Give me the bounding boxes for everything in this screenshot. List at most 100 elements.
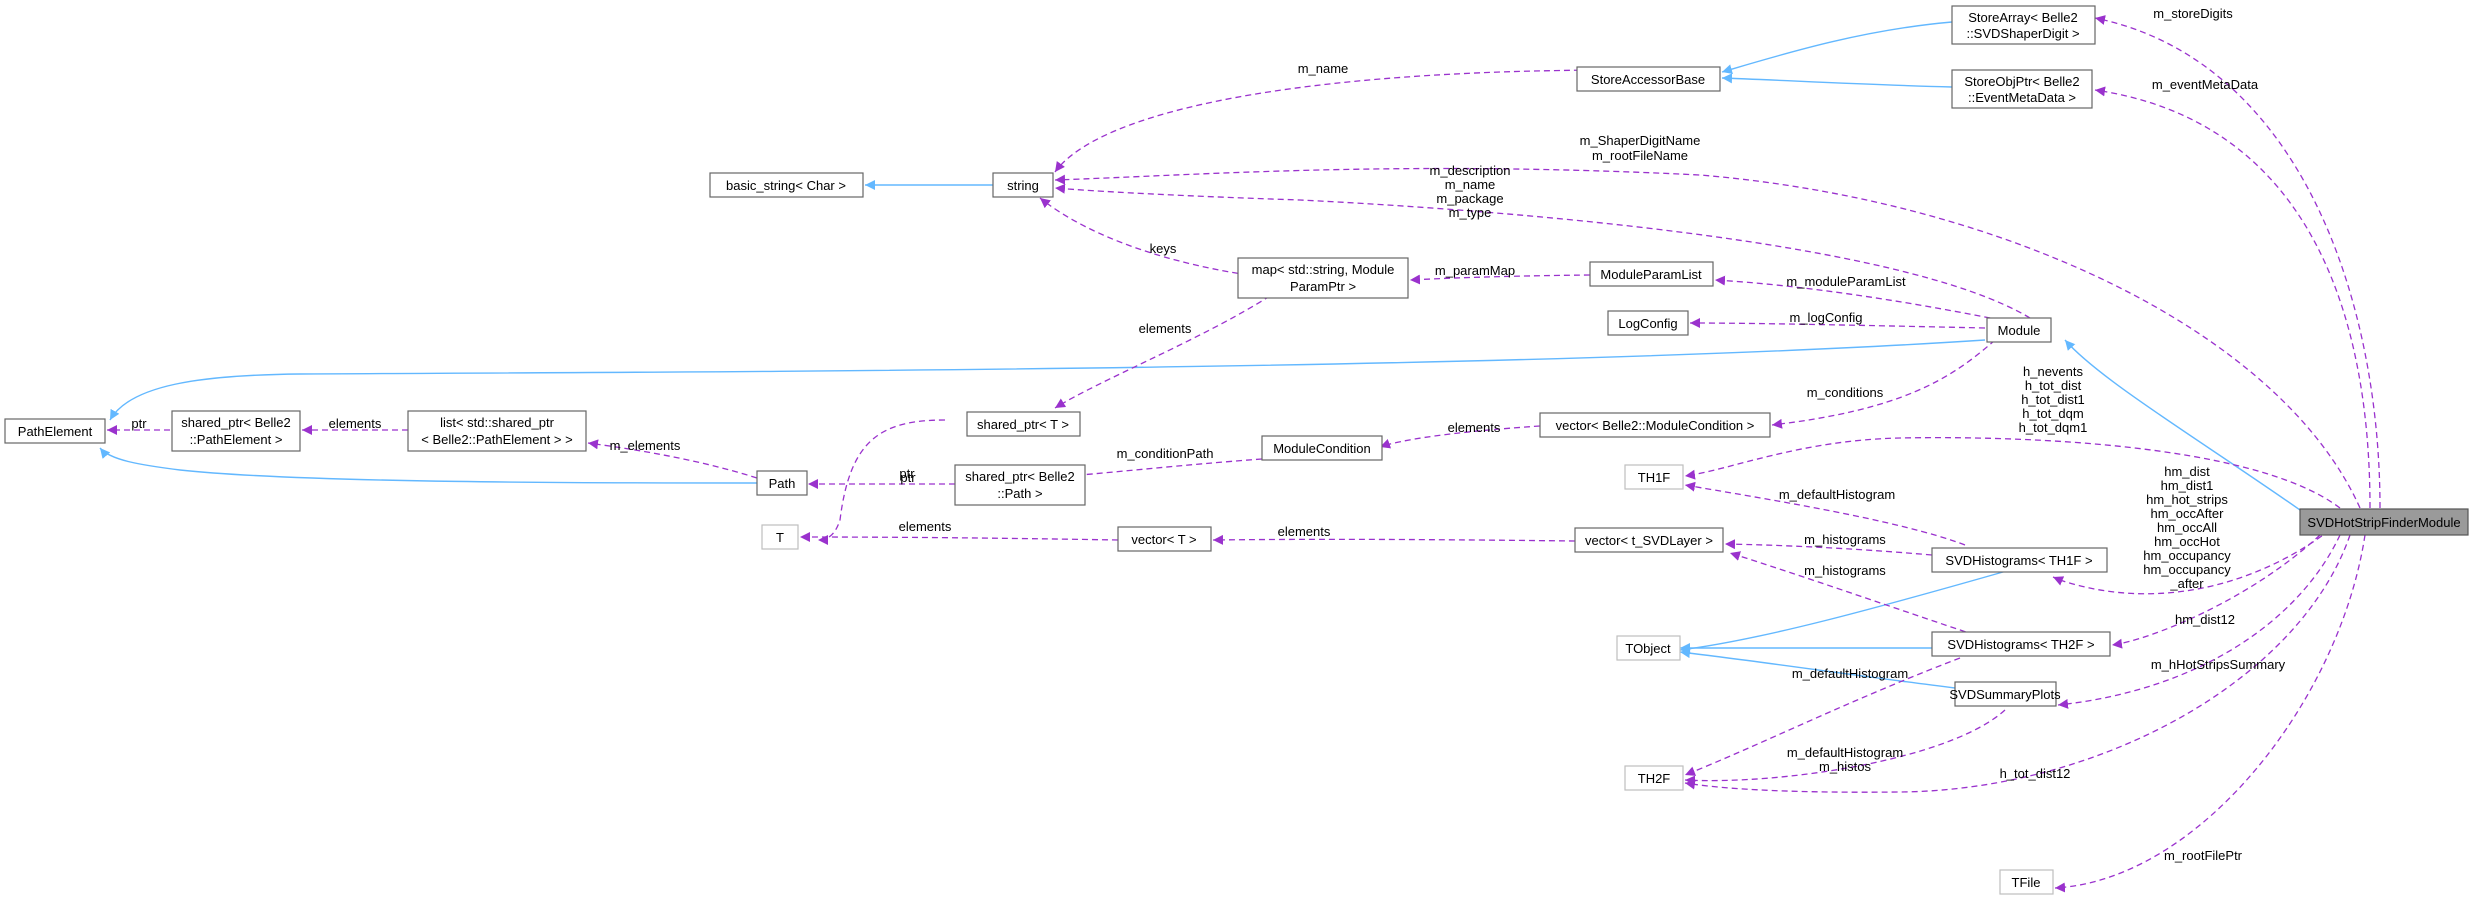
- label-m-moduleparamlist: m_moduleParamList: [1786, 274, 1906, 289]
- svg-text:TH2F: TH2F: [1638, 771, 1671, 786]
- edge-m-default-histos: [1684, 709, 2006, 786]
- label-m-shaperdigitname: m_ShaperDigitName: [1580, 133, 1701, 148]
- edge-m-logconfig: [1689, 318, 1986, 329]
- label-m-eventmetadata: m_eventMetaData: [2152, 77, 2259, 92]
- node-vector-t[interactable]: vector< T >: [1117, 526, 1212, 552]
- label-m-package: m_package: [1436, 191, 1503, 206]
- svg-text:string: string: [1007, 178, 1039, 193]
- label-m-rootfilename: m_rootFileName: [1592, 148, 1688, 163]
- svg-text:< Belle2::PathElement > >: < Belle2::PathElement > >: [421, 432, 572, 447]
- node-vector-modulecondition[interactable]: vector< Belle2::ModuleCondition >: [1539, 412, 1771, 438]
- svg-text:vector< Belle2::ModuleConditio: vector< Belle2::ModuleCondition >: [1556, 418, 1755, 433]
- edge-elements-map: [1054, 295, 1271, 409]
- label-m-parammap: m_paramMap: [1435, 263, 1515, 278]
- edge-elements-vector-condition: [1379, 425, 1541, 449]
- edge-m-eventmetadata: [2094, 86, 2371, 509]
- svg-text:shared_ptr< Belle2: shared_ptr< Belle2: [181, 415, 291, 430]
- label-h-tot-dqm1: h_tot_dqm1: [2019, 420, 2088, 435]
- edge-svdhotstrip-to-module: [2064, 339, 2301, 511]
- node-svdhistograms-th2f[interactable]: SVDHistograms< TH2F >: [1931, 631, 2111, 657]
- label-hm-occall: hm_occAll: [2157, 520, 2217, 535]
- node-module[interactable]: Module: [1986, 317, 2052, 343]
- node-path[interactable]: Path: [756, 470, 808, 496]
- edge-path-to-pathelement: [99, 447, 758, 484]
- label-m-elements: m_elements: [610, 438, 681, 453]
- node-svdhistograms-th1f[interactable]: SVDHistograms< TH1F >: [1931, 547, 2108, 573]
- node-moduleparamlist[interactable]: ModuleParamList: [1589, 261, 1714, 287]
- svg-text:vector< t_SVDLayer >: vector< t_SVDLayer >: [1585, 533, 1713, 548]
- label-ptr-pathelement: ptr: [131, 416, 147, 431]
- label-m-histograms-2: m_histograms: [1804, 563, 1886, 578]
- edge-ptr-shared-t: [817, 419, 946, 545]
- label-hm-occafter: hm_occAfter: [2151, 506, 2225, 521]
- node-shared-ptr-path[interactable]: shared_ptr< Belle2 ::Path >: [954, 464, 1086, 506]
- node-shared-ptr-t[interactable]: shared_ptr< T >: [966, 411, 1081, 437]
- label-m-hhotstripssummary: m_hHotStripsSummary: [2151, 657, 2286, 672]
- label-keys: keys: [1150, 241, 1177, 256]
- node-storeobjptr-eventmetadata[interactable]: StoreObjPtr< Belle2 ::EventMetaData >: [1951, 69, 2093, 109]
- svg-text:Module: Module: [1998, 323, 2041, 338]
- label-hm-dist: hm_dist: [2164, 464, 2210, 479]
- label-elements-vector-condition: elements: [1448, 420, 1501, 435]
- edge-svdhist1f-to-tobject: [1679, 569, 2011, 654]
- label-m-histograms-1: m_histograms: [1804, 532, 1886, 547]
- svg-text:::Path >: ::Path >: [997, 486, 1042, 501]
- edge-labels: m_storeDigits m_eventMetaData m_name m_S…: [131, 6, 2285, 863]
- edge-module-to-pathelement: [109, 339, 1986, 421]
- edge-th1f-members: [1684, 436, 2341, 509]
- edge-h-tot-dist12: [1684, 534, 2351, 793]
- node-th2f[interactable]: TH2F: [1624, 765, 1684, 791]
- label-m-description: m_description: [1430, 163, 1511, 178]
- node-modulecondition[interactable]: ModuleCondition: [1261, 435, 1383, 461]
- node-storeaccessorbase[interactable]: StoreAccessorBase: [1576, 66, 1721, 92]
- node-vector-t-svdlayer[interactable]: vector< t_SVDLayer >: [1574, 527, 1724, 553]
- svg-text:map< std::string, Module: map< std::string, Module: [1252, 262, 1395, 277]
- node-string[interactable]: string: [992, 172, 1054, 198]
- edge-m-parammap: [1409, 274, 1591, 285]
- label-ptr-shared-path: ptr: [900, 470, 916, 485]
- svg-text:SVDHistograms< TH2F >: SVDHistograms< TH2F >: [1947, 637, 2094, 652]
- node-tfile[interactable]: TFile: [1999, 869, 2054, 895]
- svg-text:StoreAccessorBase: StoreAccessorBase: [1591, 72, 1705, 87]
- svg-text:TObject: TObject: [1625, 641, 1671, 656]
- label-hm-occhot: hm_occHot: [2154, 534, 2220, 549]
- svg-text:basic_string< Char >: basic_string< Char >: [726, 178, 846, 193]
- svg-text:ParamPtr >: ParamPtr >: [1290, 279, 1356, 294]
- label-h-tot-dqm: h_tot_dqm: [2022, 406, 2083, 421]
- label-hm-dist12: hm_dist12: [2175, 612, 2235, 627]
- edge-svdsummary-to-tobject: [1679, 648, 1956, 689]
- label-m-histos: m_histos: [1819, 759, 1872, 774]
- label-m-name-2: m_name: [1445, 177, 1496, 192]
- edge-m-rootfileptr: [2054, 534, 2366, 893]
- node-map-string-module-paramptr[interactable]: map< std::string, Module ParamPtr >: [1237, 257, 1409, 299]
- node-storearray-svdshaperdigit[interactable]: StoreArray< Belle2 ::SVDShaperDigit >: [1951, 5, 2096, 45]
- svg-text:SVDHotStripFinderModule: SVDHotStripFinderModule: [2307, 515, 2460, 530]
- edge-hm-members: [2052, 529, 2331, 595]
- label-hm-occupancy-after: _after: [2169, 576, 2204, 591]
- label-m-conditionpath: m_conditionPath: [1117, 446, 1214, 461]
- svg-text:Path: Path: [769, 476, 796, 491]
- node-svdsummaryplots[interactable]: SVDSummaryPlots: [1949, 681, 2061, 707]
- svg-text:vector< T >: vector< T >: [1131, 532, 1196, 547]
- node-t[interactable]: T: [761, 524, 799, 550]
- node-svdhotstripfindermodule[interactable]: SVDHotStripFinderModule: [2299, 508, 2469, 536]
- node-th1f[interactable]: TH1F: [1624, 464, 1684, 490]
- node-list-shared-ptr-pathelement[interactable]: list< std::shared_ptr < Belle2::PathElem…: [407, 410, 587, 452]
- svg-text:::PathElement >: ::PathElement >: [190, 432, 283, 447]
- svg-text:shared_ptr< T >: shared_ptr< T >: [977, 417, 1069, 432]
- edge-elements-vector-t: [1212, 534, 1576, 545]
- label-hm-occupancy: hm_occupancy: [2143, 548, 2231, 563]
- node-logconfig[interactable]: LogConfig: [1607, 310, 1689, 336]
- svg-text:shared_ptr< Belle2: shared_ptr< Belle2: [965, 469, 1075, 484]
- edge-m-conditions: [1771, 339, 1996, 429]
- node-basic-string-char[interactable]: basic_string< Char >: [709, 172, 864, 198]
- svg-text:::SVDShaperDigit >: ::SVDShaperDigit >: [1966, 26, 2079, 41]
- label-elements-t: elements: [899, 519, 952, 534]
- node-tobject[interactable]: TObject: [1616, 635, 1681, 661]
- label-elements-map: elements: [1139, 321, 1192, 336]
- svg-text:StoreArray< Belle2: StoreArray< Belle2: [1968, 10, 2077, 25]
- node-shared-ptr-pathelement[interactable]: shared_ptr< Belle2 ::PathElement >: [171, 410, 301, 452]
- edge-elements-t: [799, 532, 1119, 543]
- node-pathelement[interactable]: PathElement: [4, 418, 106, 444]
- label-m-defaulthistogram-2: m_defaultHistogram: [1792, 666, 1908, 681]
